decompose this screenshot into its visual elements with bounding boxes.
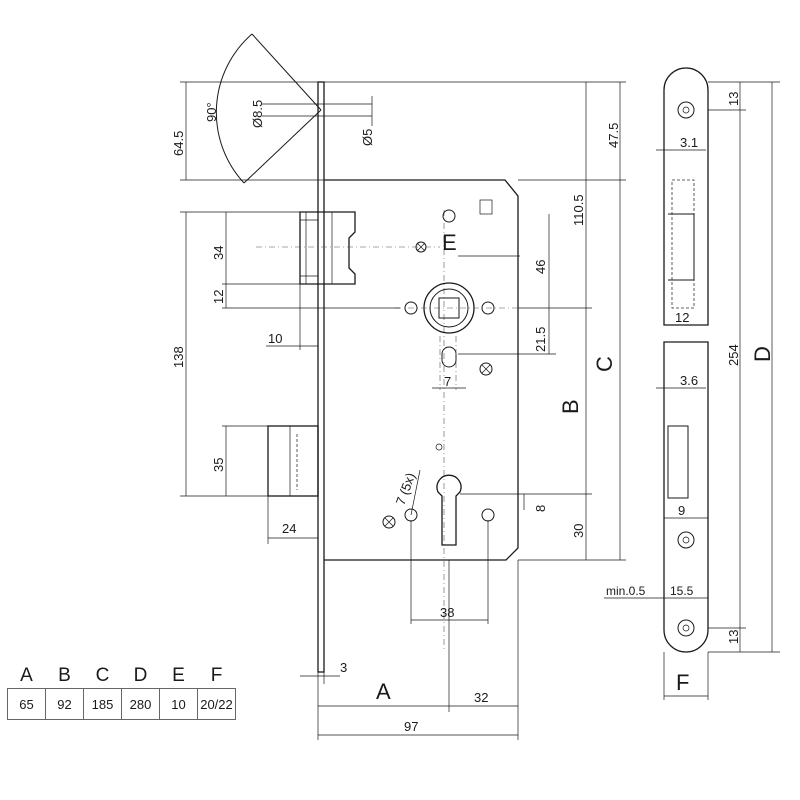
spec-table-header-row: A B C D E F [8,664,236,689]
spec-table-value-row: 65 92 185 280 10 20/22 [7,688,236,720]
dim-3-6: 3.6 [680,373,698,388]
dim-7: 7 [444,374,451,389]
letter-labels: A B C D E F [376,230,775,704]
center-lines [256,246,520,390]
dim-3: 3 [340,660,347,675]
spec-header: D [133,665,148,686]
spec-value: 20/22 [197,688,236,720]
spec-value: 92 [45,688,84,720]
dim-138: 138 [171,346,186,368]
spec-header: F [210,665,223,686]
dim-64-5: 64.5 [171,131,186,156]
latch-bolt [299,211,356,285]
spec-header: E [172,665,185,686]
dead-bolt [267,425,319,497]
side-view-dimensions [604,81,780,700]
spec-header: B [58,665,71,686]
dimension-lines [180,81,626,740]
dim-34: 34 [211,246,226,260]
dim-d8-5: Ø8.5 [250,100,265,128]
dim-13-bottom: 13 [726,630,741,644]
letter-b: B [558,399,583,414]
letter-d: D [750,346,775,362]
dim-7-5x: 7 (5x) [393,471,418,507]
dim-21-5: 21.5 [533,327,548,352]
dim-24: 24 [282,521,296,536]
spec-value: 65 [7,688,46,720]
dim-8: 8 [533,505,548,512]
spec-value: 280 [121,688,160,720]
dim-110-5: 110.5 [571,194,586,226]
dim-d5: Ø5 [360,129,375,146]
dim-47-5: 47.5 [606,123,621,148]
dim-97: 97 [404,719,418,734]
faceplate-side-view [663,67,709,653]
dim-13-top: 13 [726,92,741,106]
dim-90deg: 90° [204,102,219,122]
spec-value: 185 [83,688,122,720]
letter-c: C [592,356,617,372]
dimension-labels: 64.5 90° Ø8.5 Ø5 47.5 110.5 34 12 46 10 … [171,92,741,734]
letter-e: E [442,230,457,255]
dim-12-side: 12 [675,310,689,325]
spec-header: A [20,665,33,686]
swing-arc [215,33,322,184]
dim-35: 35 [211,458,226,472]
dim-46: 46 [533,260,548,274]
spec-header: C [95,665,110,686]
dim-9: 9 [678,503,685,518]
spec-table: A B C D E F 65 92 185 280 10 20/22 [7,664,236,720]
dim-min-0-5: min.0.5 [606,584,646,598]
dim-30: 30 [571,524,586,538]
letter-a: A [376,679,391,704]
spec-value: 10 [159,688,198,720]
dim-15-5: 15.5 [670,584,694,598]
dim-10: 10 [268,331,282,346]
dim-32: 32 [474,690,488,705]
dim-38: 38 [440,605,454,620]
letter-f: F [676,670,689,695]
dim-12: 12 [211,290,226,304]
lock-case [324,179,519,650]
faceplate-strip [317,81,325,673]
dim-3-1: 3.1 [680,135,698,150]
dim-254: 254 [726,344,741,366]
